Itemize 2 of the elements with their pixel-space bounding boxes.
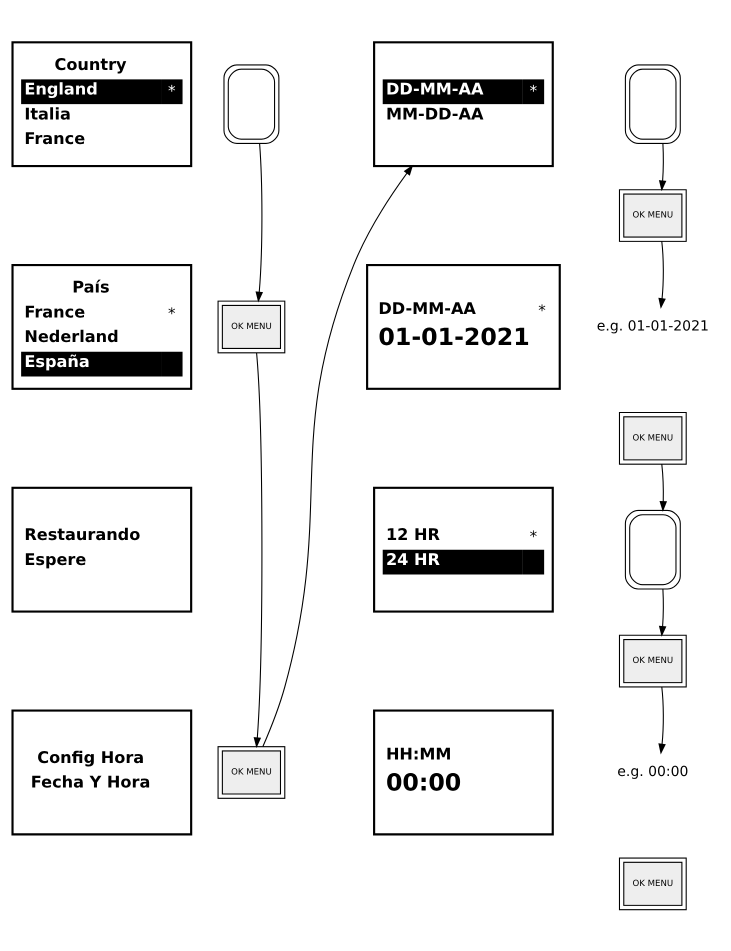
node-text: e.g. 00:00 <box>617 764 688 780</box>
node-text: e.g. 01-01-2021 <box>596 318 709 334</box>
